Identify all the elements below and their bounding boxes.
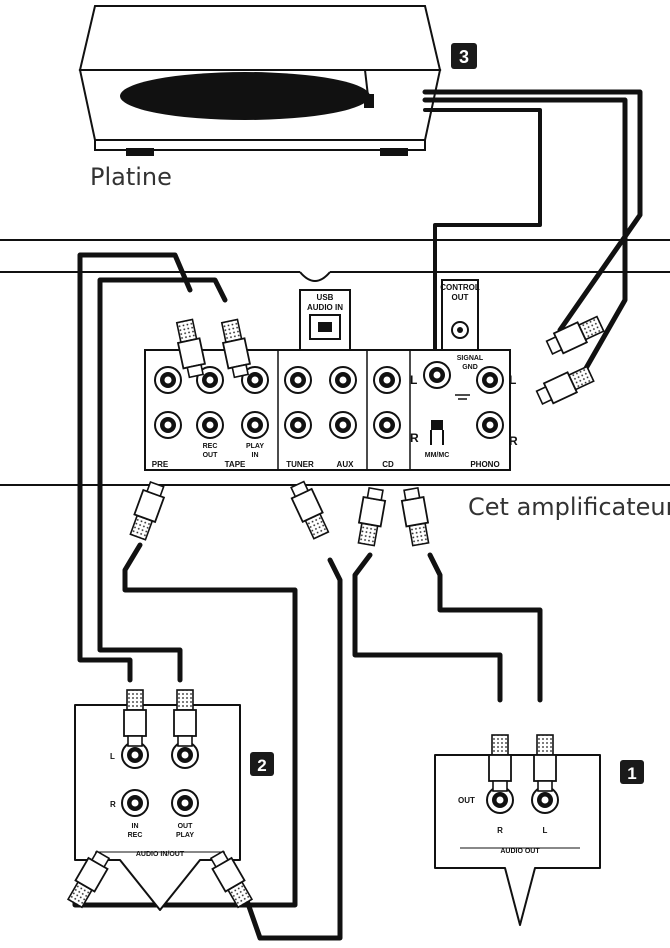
cd-out-label: OUT [458, 796, 475, 805]
amplifier [0, 239, 670, 486]
amplifier-caption: Cet amplificateur [468, 493, 670, 521]
svg-text:2: 2 [257, 756, 266, 775]
cd-panel-title: AUDIO OUT [500, 848, 540, 855]
usb-label-1: USB [317, 293, 334, 302]
section-tape: TAPE [225, 460, 246, 469]
cd-r-label: R [410, 431, 419, 445]
play-label: PLAY [246, 443, 264, 450]
svg-text:1: 1 [627, 764, 636, 783]
section-aux: AUX [337, 460, 355, 469]
rec-label: REC [203, 443, 218, 450]
tonearm [364, 69, 369, 97]
amp-in-label: IN [252, 452, 259, 459]
ground-wire [423, 108, 542, 362]
step-3-badge: 3 [451, 43, 477, 69]
step-1-badge: 1 [620, 760, 644, 784]
signal-label-2: GND [462, 364, 478, 371]
phono-l-label: L [509, 373, 516, 387]
recorder-play-label: PLAY [176, 832, 194, 839]
amp-out-label: OUT [203, 452, 219, 459]
turntable-caption: Platine [90, 163, 172, 191]
recorder-rec-label: REC [128, 832, 143, 839]
recorder-row-l: L [110, 752, 115, 761]
cd-l-jack-label: L [543, 826, 548, 835]
cd-l-label: L [410, 373, 417, 387]
cd-player-unit [434, 734, 601, 926]
usb-label-2: AUDIO IN [307, 303, 343, 312]
play-in-cable [242, 557, 343, 941]
control-label-2: OUT [452, 293, 469, 302]
recorder-out-label: OUT [178, 823, 194, 830]
recorder-unit [64, 689, 256, 911]
recorder-in-label: IN [132, 823, 139, 830]
cables [72, 89, 643, 941]
rec-out-cable [72, 542, 298, 908]
cd-l-cable [427, 552, 543, 703]
recorder-row-r: R [110, 800, 116, 809]
phono-r-label: R [509, 434, 518, 448]
control-label-1: CONTROL [440, 283, 480, 292]
step-2-badge: 2 [250, 752, 274, 776]
platter [120, 72, 370, 120]
phono-r-cable [422, 97, 628, 373]
section-tuner: TUNER [286, 460, 314, 469]
mm-mc-label: MM/MC [425, 452, 450, 459]
recorder-title: AUDIO IN/OUT [136, 851, 185, 858]
tape-r-cable [97, 277, 228, 683]
cd-r-cable [352, 552, 503, 703]
signal-label-1: SIGNAL [457, 355, 484, 362]
section-cd: CD [382, 460, 394, 469]
tape-l-cable [77, 252, 193, 683]
section-phono: PHONO [470, 460, 499, 469]
cd-r-jack-label: R [497, 826, 503, 835]
turntable [78, 5, 442, 156]
svg-text:3: 3 [459, 47, 469, 67]
section-pre: PRE [152, 460, 169, 469]
